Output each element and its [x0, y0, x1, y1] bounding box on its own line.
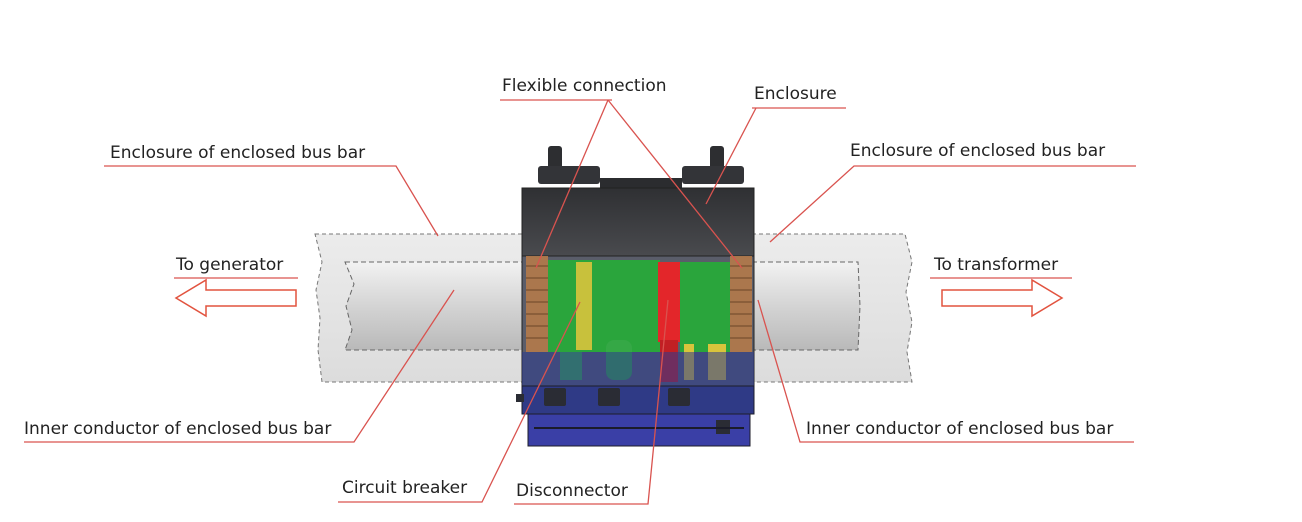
- leader-circuit-breaker: [338, 301, 581, 503]
- leader-inner-conductor-left: [24, 289, 455, 443]
- arrow-to-transformer: [941, 278, 1064, 318]
- leader-enclosure: [705, 107, 757, 205]
- circuit-breaker-contact: [576, 262, 592, 350]
- label-inner-conductor-right: Inner conductor of enclosed bus bar: [806, 419, 1114, 439]
- leader-inner-conductor-right: [757, 299, 1134, 443]
- top-handle-right: [710, 146, 724, 172]
- generator-circuit-breaker-unit: [516, 146, 755, 447]
- inner-conductor-right: [751, 261, 861, 351]
- top-handle-left: [548, 146, 562, 172]
- leader-flexible-connection-left: [535, 99, 609, 269]
- flexible-connection-left: [526, 256, 548, 352]
- circuit-breaker-body: [548, 260, 660, 352]
- label-inner-conductor-left: Inner conductor of enclosed bus bar: [24, 419, 332, 439]
- leader-enclosure-bus-right: [769, 165, 1136, 243]
- label-to-generator: To generator: [176, 255, 284, 275]
- base-support: [527, 413, 751, 447]
- enclosure-housing: [521, 187, 755, 259]
- label-disconnector: Disconnector: [516, 481, 628, 501]
- label-to-transformer: To transformer: [934, 255, 1059, 275]
- leader-disconnector: [514, 299, 669, 505]
- flexible-connection-right: [730, 256, 752, 352]
- leader-enclosure-bus-left: [104, 165, 439, 237]
- arrow-to-generator: [174, 278, 297, 318]
- top-bracket-left: [538, 166, 600, 184]
- top-bracket-right: [682, 166, 744, 184]
- label-flexible-connection: Flexible connection: [502, 76, 667, 96]
- label-circuit-breaker: Circuit breaker: [342, 478, 468, 498]
- label-enclosure: Enclosure: [754, 84, 837, 104]
- leader-flexible-connection-right: [607, 99, 743, 269]
- disconnector-body: [658, 262, 680, 342]
- label-enclosure-bus-right: Enclosure of enclosed bus bar: [850, 141, 1106, 161]
- inner-conductor-left: [344, 261, 529, 351]
- label-enclosure-bus-left: Enclosure of enclosed bus bar: [110, 143, 366, 163]
- leader-lines: [24, 99, 1136, 505]
